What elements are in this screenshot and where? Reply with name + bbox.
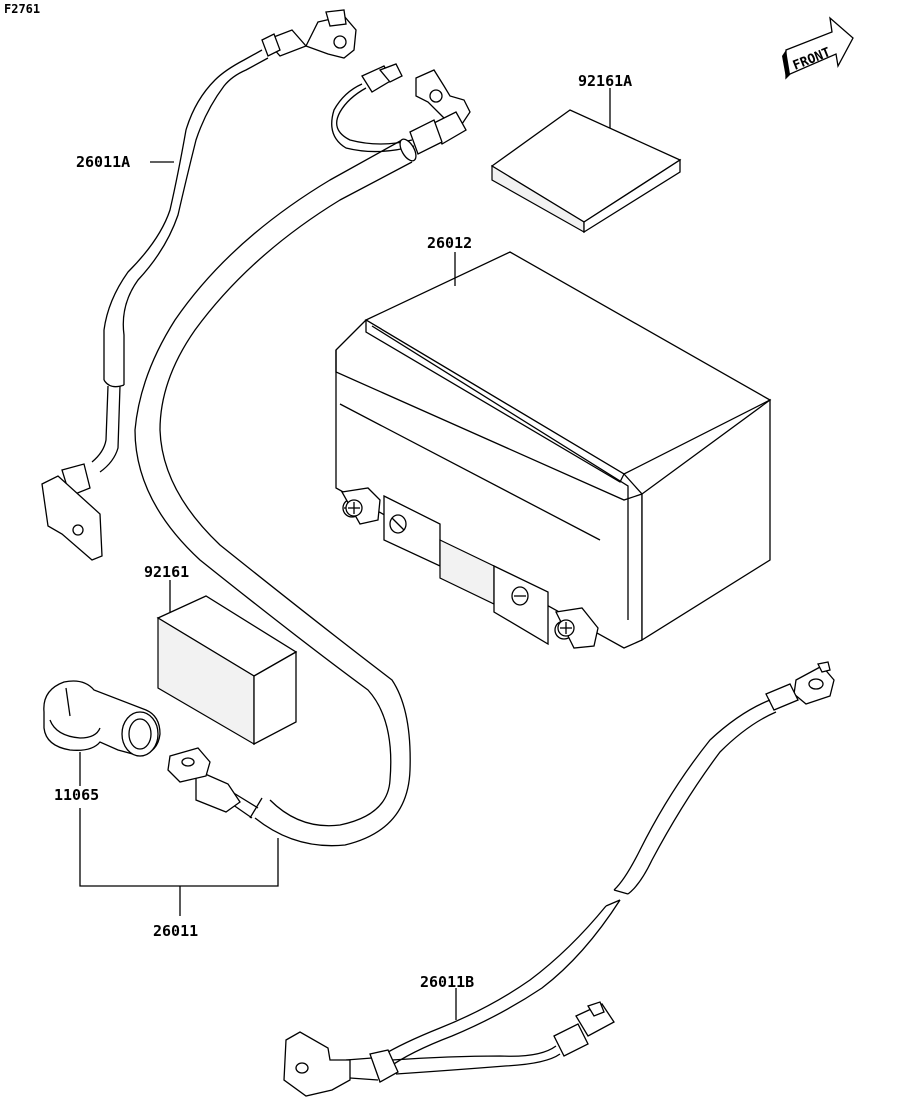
label-92161A: 92161A xyxy=(578,72,632,90)
label-26011A: 26011A xyxy=(76,153,130,171)
figure-id: F2761 xyxy=(4,2,40,16)
cable-26011A[interactable] xyxy=(41,9,357,561)
cable-26011[interactable] xyxy=(134,63,471,847)
cap-11065[interactable] xyxy=(43,680,161,757)
pad-92161A[interactable] xyxy=(490,109,682,234)
label-26011B: 26011B xyxy=(420,973,474,991)
label-26011: 26011 xyxy=(153,922,198,940)
battery-26012[interactable] xyxy=(335,251,772,649)
bracket-26011 xyxy=(79,808,279,887)
label-92161: 92161 xyxy=(144,563,189,581)
front-arrow-icon: FRONT xyxy=(782,16,854,80)
label-11065: 11065 xyxy=(54,786,99,804)
pad-92161[interactable] xyxy=(156,595,298,746)
label-26012: 26012 xyxy=(427,234,472,252)
cable-26011B[interactable] xyxy=(283,661,835,1097)
